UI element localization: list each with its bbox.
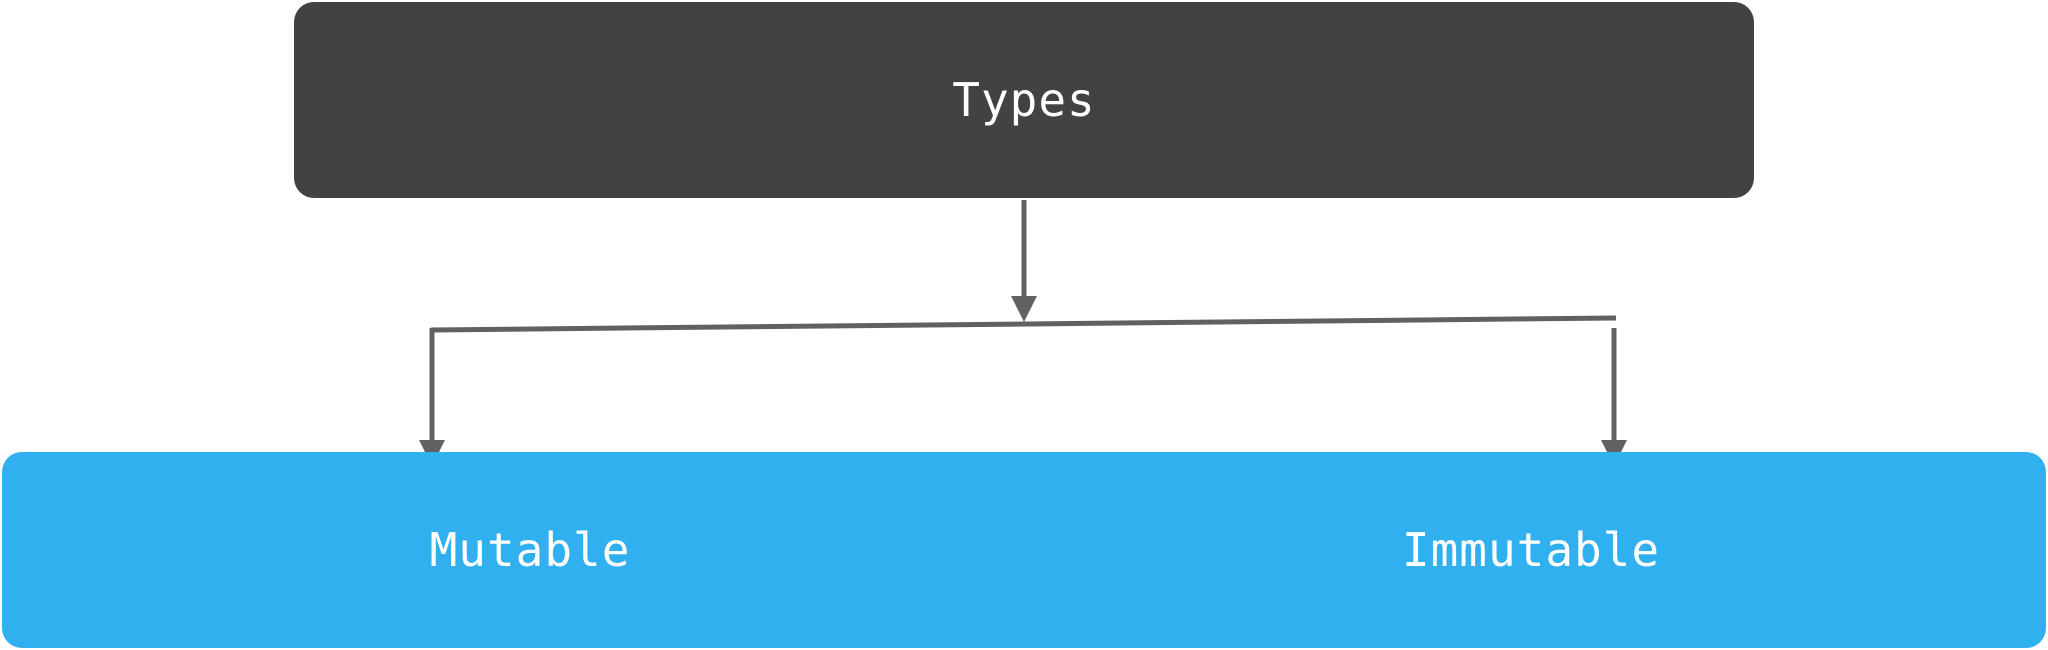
arrowhead-root-stem	[1011, 296, 1037, 322]
node-types-label: Types	[952, 73, 1096, 127]
node-immutable-label: Immutable	[1401, 523, 1661, 577]
connector-bus	[430, 315, 1617, 333]
node-mutable: Mutable	[2, 452, 1058, 648]
node-types: Types	[294, 2, 1754, 198]
node-mutable-label: Mutable	[429, 523, 631, 577]
node-immutable: Immutable	[1016, 452, 2046, 648]
